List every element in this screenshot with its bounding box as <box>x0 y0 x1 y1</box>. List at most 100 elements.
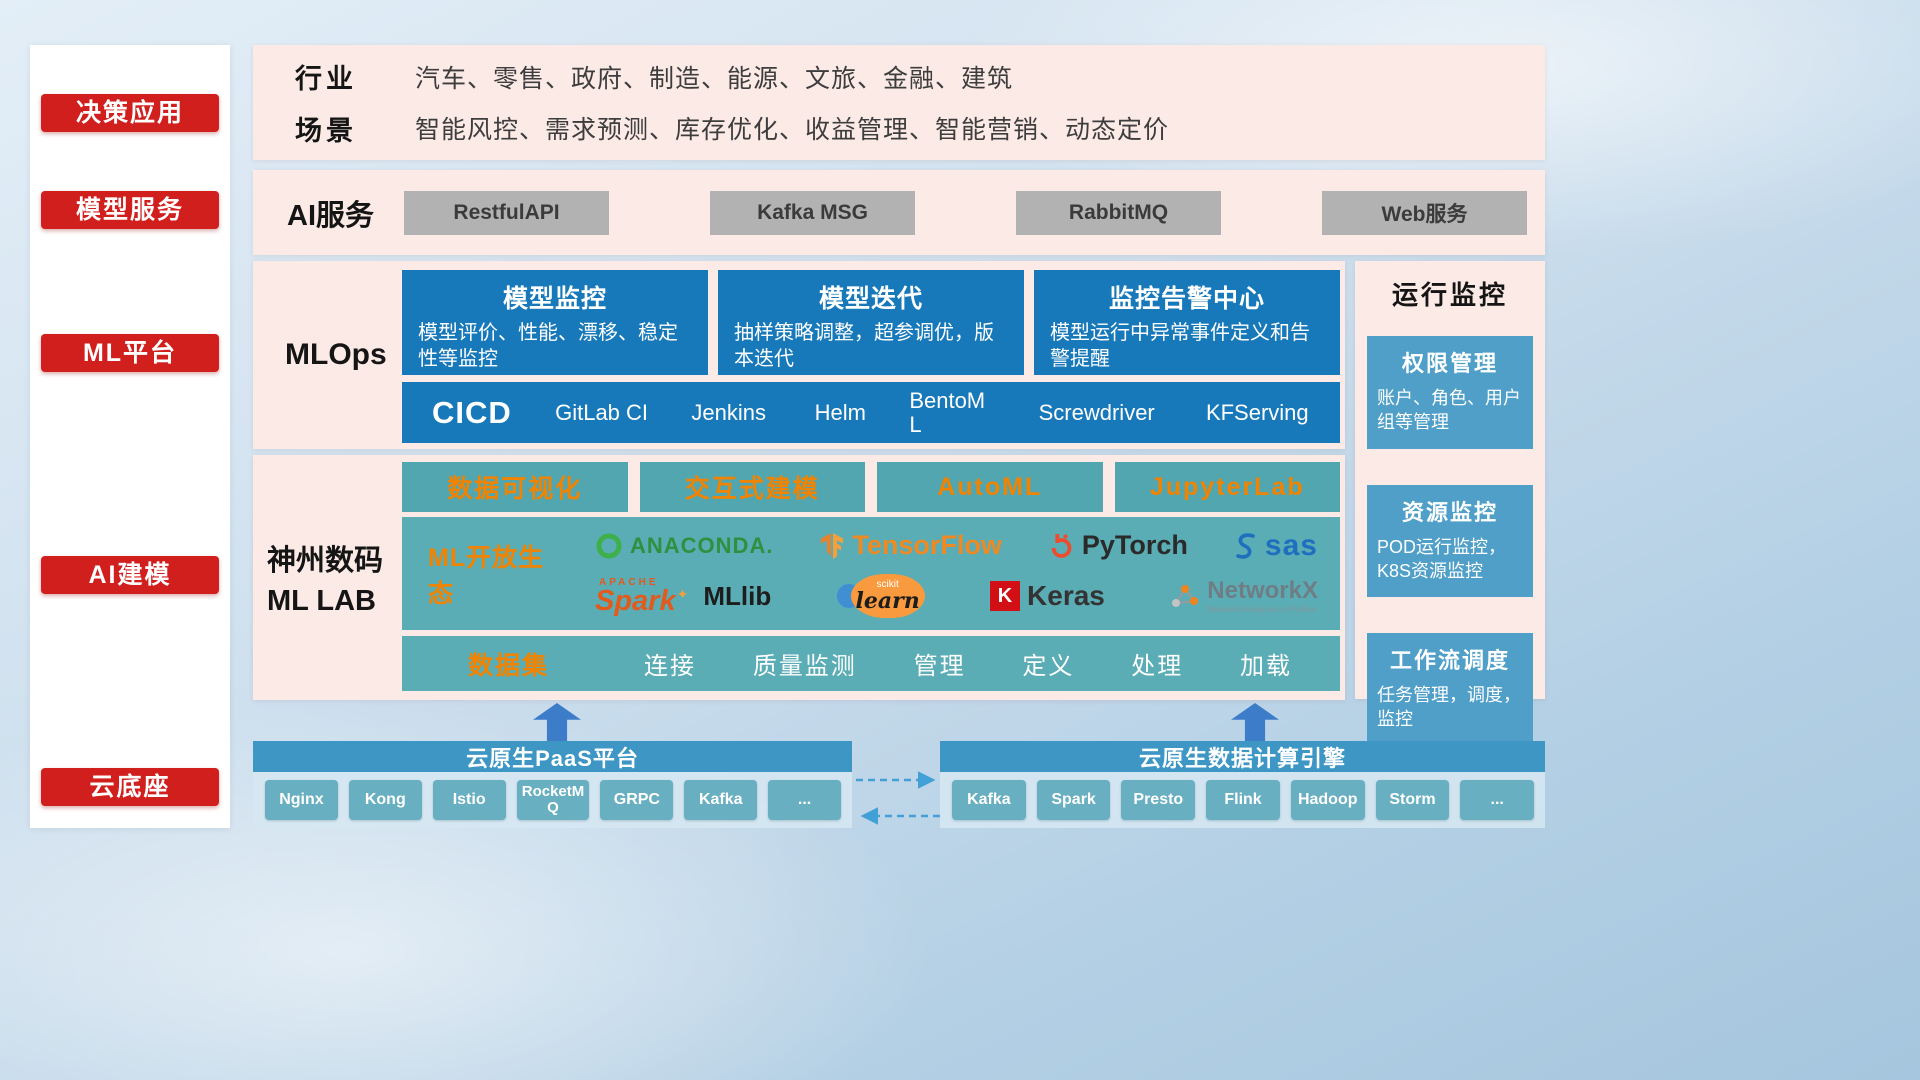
jupyterlab-button[interactable]: JupyterLab <box>1114 462 1340 512</box>
paas-platform-components: Nginx Kong Istio RocketMQ GRPC Kafka ... <box>253 772 852 828</box>
card-title: 资源监控 <box>1401 499 1498 525</box>
interactive-modeling-button[interactable]: 交互式建模 <box>639 462 865 512</box>
cicd-item-bentoml: BentoML <box>909 387 986 437</box>
runtime-monitoring-panel: 运行监控 权限管理 账户、角色、用户组等管理 资源监控 POD运行监控，K8S资… <box>1355 261 1545 746</box>
networkx-subtitle: Network Analysis in Python <box>1207 604 1317 614</box>
mlops-panel: MLOps 模型监控 模型评价、性能、漂移、稳定性等监控 模型迭代 抽样策略调整… <box>253 261 1345 449</box>
ecosystem-logos: ANACONDA. TensorFlow PyTorch <box>570 517 1340 630</box>
card-title: 监控告警中心 <box>1108 285 1265 313</box>
networkx-icon <box>1172 585 1199 608</box>
anaconda-icon <box>596 533 622 559</box>
ml-open-ecosystem-band: ML开放生态 ANACONDA. TensorFlow <box>402 517 1340 630</box>
scene-row: 场景 智能风控、需求预测、库存优化、收益管理、智能营销、动态定价 <box>295 109 1545 148</box>
spark-wordmark: APACHE Spark✦ <box>595 576 689 617</box>
card-desc: 模型评价、性能、漂移、稳定性等监控 <box>418 322 678 370</box>
ecosystem-logos-row1: ANACONDA. TensorFlow PyTorch <box>570 529 1340 563</box>
sidebar-item-cloud-base[interactable]: 云底座 <box>41 768 219 806</box>
paas-platform-group: 云原生PaaS平台 Nginx Kong Istio RocketMQ GRPC… <box>253 741 852 828</box>
anaconda-wordmark: ANACONDA. <box>630 532 774 558</box>
dataset-item-manage: 管理 <box>913 653 966 680</box>
spark-mllib-logo: APACHE Spark✦ MLlib <box>595 576 772 617</box>
rabbitmq-button[interactable]: RabbitMQ <box>1016 190 1221 235</box>
model-iteration-card: 模型迭代 抽样策略调整，超参调优，版本迭代 <box>718 270 1024 375</box>
data-engine-group: 云原生数据计算引擎 Kafka Spark Presto Flink Hadoo… <box>940 741 1545 828</box>
pytorch-wordmark: PyTorch <box>1081 530 1188 561</box>
flink-button[interactable]: Flink <box>1206 780 1280 820</box>
model-monitoring-card: 模型监控 模型评价、性能、漂移、稳定性等监控 <box>402 270 708 375</box>
card-desc: 账户、角色、用户组等管理 <box>1377 388 1521 433</box>
spark-button[interactable]: Spark <box>1036 780 1111 820</box>
cicd-item-jenkins: Jenkins <box>691 399 766 425</box>
ml-lab-panel: 神州数码 ML LAB 数据可视化 交互式建模 AutoML JupyterLa… <box>253 455 1345 700</box>
data-visualization-button[interactable]: 数据可视化 <box>402 462 628 512</box>
ai-service-panel: AI服务 RestfulAPI Kafka MSG RabbitMQ Web服务 <box>253 170 1545 255</box>
hadoop-button[interactable]: Hadoop <box>1290 780 1365 820</box>
mlops-label: MLOps <box>285 338 387 371</box>
networkx-wordmark: NetworkX <box>1207 576 1318 604</box>
ml-open-ecosystem-label: ML开放生态 <box>428 543 545 608</box>
dataset-band: 数据集 连接 质量监测 管理 定义 处理 加载 <box>402 636 1340 691</box>
cicd-item-helm: Helm <box>814 399 866 425</box>
ecosystem-logos-row2: APACHE Spark✦ MLlib scikit learn <box>570 574 1340 619</box>
presto-button[interactable]: Presto <box>1121 780 1196 820</box>
pytorch-icon <box>1051 534 1072 559</box>
permission-management-card: 权限管理 账户、角色、用户组等管理 <box>1367 336 1533 449</box>
sidebar-item-ml-platform[interactable]: ML平台 <box>41 334 219 372</box>
sidebar-item-decision-apps[interactable]: 决策应用 <box>41 94 219 132</box>
industry-label: 行业 <box>295 64 357 95</box>
kong-button[interactable]: Kong <box>348 780 422 820</box>
anaconda-logo: ANACONDA. <box>595 532 773 560</box>
ai-service-label: AI服务 <box>287 199 375 232</box>
restfulapi-button[interactable]: RestfulAPI <box>404 190 609 235</box>
storm-button[interactable]: Storm <box>1375 780 1450 820</box>
sas-logo: sas <box>1234 529 1318 563</box>
kafka-engine-button[interactable]: Kafka <box>952 780 1026 820</box>
ai-service-buttons: RestfulAPI Kafka MSG RabbitMQ Web服务 <box>404 190 1527 235</box>
industry-list: 汽车、零售、政府、制造、能源、文旅、金融、建筑 <box>415 64 1014 93</box>
keras-logo: K Keras <box>990 580 1105 612</box>
rocketmq-button[interactable]: RocketMQ <box>516 780 590 820</box>
cicd-item-gitlab-ci: GitLab CI <box>555 399 649 425</box>
data-engine-components: Kafka Spark Presto Flink Hadoop Storm ..… <box>940 772 1545 828</box>
ml-lab-label: 神州数码 ML LAB <box>267 455 399 700</box>
networkx-logo: NetworkX Network Analysis in Python <box>1170 576 1318 614</box>
card-desc: 任务管理，调度，监控 <box>1377 685 1521 730</box>
card-title: 权限管理 <box>1401 351 1498 376</box>
scikit-learn-logo: scikit learn <box>836 574 925 619</box>
industry-scene-panel: 行业 汽车、零售、政府、制造、能源、文旅、金融、建筑 场景 智能风控、需求预测、… <box>253 45 1545 160</box>
dataset-items: 连接 质量监测 管理 定义 处理 加载 <box>644 646 1292 681</box>
automl-button[interactable]: AutoML <box>877 462 1103 512</box>
nginx-button[interactable]: Nginx <box>265 780 338 820</box>
more-button[interactable]: ... <box>768 780 842 820</box>
ml-lab-label-line2: ML LAB <box>267 585 377 617</box>
ml-lab-tools: 数据可视化 交互式建模 AutoML JupyterLab <box>402 462 1340 512</box>
scikit-learn-mark: scikit learn <box>836 574 925 619</box>
card-desc: 模型运行中异常事件定义和告警提醒 <box>1050 322 1310 370</box>
up-arrow-engine <box>1231 703 1279 741</box>
more-engine-button[interactable]: ... <box>1460 780 1535 820</box>
tensorflow-wordmark: TensorFlow <box>852 530 1002 561</box>
keras-wordmark: Keras <box>1027 580 1105 612</box>
kafka-msg-button[interactable]: Kafka MSG <box>710 190 915 235</box>
runtime-monitoring-cards: 权限管理 账户、角色、用户组等管理 资源监控 POD运行监控，K8S资源监控 工… <box>1367 336 1533 746</box>
card-desc: 抽样策略调整，超参调优，版本迭代 <box>734 322 994 370</box>
industry-row: 行业 汽车、零售、政府、制造、能源、文旅、金融、建筑 <box>295 57 1545 96</box>
sidebar-item-ai-modeling[interactable]: AI建模 <box>41 556 219 594</box>
card-desc: POD运行监控，K8S资源监控 <box>1377 536 1507 581</box>
cicd-item-screwdriver: Screwdriver <box>1038 399 1155 425</box>
istio-button[interactable]: Istio <box>432 780 506 820</box>
spark-apache-text: APACHE <box>599 576 659 588</box>
cicd-label: CICD <box>432 394 512 430</box>
dataset-item-define: 定义 <box>1022 653 1075 680</box>
web-service-button[interactable]: Web服务 <box>1322 190 1527 235</box>
mllib-wordmark: MLlib <box>703 580 772 611</box>
grpc-button[interactable]: GRPC <box>600 780 674 820</box>
spark-text: Spark <box>595 584 676 617</box>
sidebar-item-model-service[interactable]: 模型服务 <box>41 191 219 229</box>
kafka-button[interactable]: Kafka <box>684 780 758 820</box>
card-title: 模型监控 <box>502 285 607 313</box>
spark-star-icon: ✦ <box>676 585 689 602</box>
resource-monitoring-card: 资源监控 POD运行监控，K8S资源监控 <box>1367 484 1533 598</box>
card-title: 工作流调度 <box>1389 648 1510 674</box>
sidebar: 决策应用 模型服务 ML平台 AI建模 云底座 <box>30 45 230 828</box>
